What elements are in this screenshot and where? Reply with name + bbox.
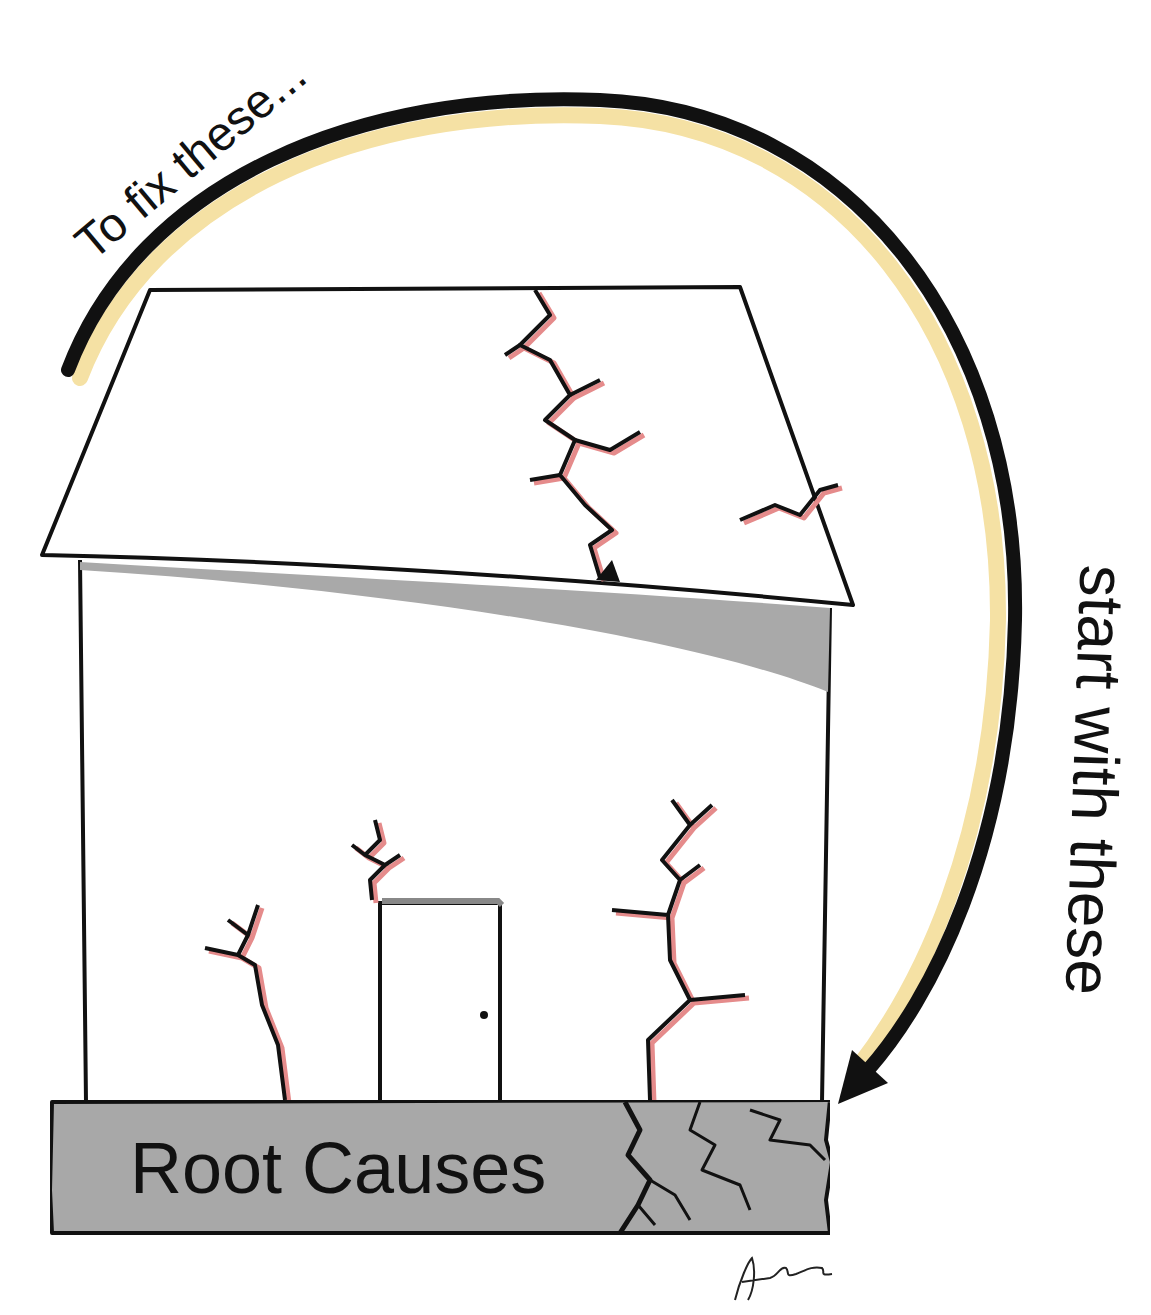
foundation-outline bbox=[50, 1100, 830, 1233]
door-shadow bbox=[382, 901, 502, 905]
arrow-caption: start with these bbox=[1052, 564, 1137, 997]
foundation-node: Root Causes bbox=[50, 1100, 830, 1235]
node-label: Root Causes bbox=[130, 1132, 546, 1204]
arrow-head bbox=[838, 1050, 888, 1104]
foundation-crack bbox=[638, 1180, 690, 1225]
signature-scribble bbox=[735, 1258, 832, 1300]
door-knob bbox=[480, 1011, 488, 1019]
house-door bbox=[380, 903, 500, 1103]
crack-lines bbox=[205, 290, 838, 1100]
foundation-crack bbox=[750, 1110, 825, 1160]
house-wall bbox=[80, 560, 830, 1102]
foundation-crack bbox=[690, 1102, 750, 1210]
house-roof bbox=[42, 287, 853, 605]
crack-gap bbox=[596, 560, 620, 582]
crack-shade bbox=[209, 293, 842, 1103]
